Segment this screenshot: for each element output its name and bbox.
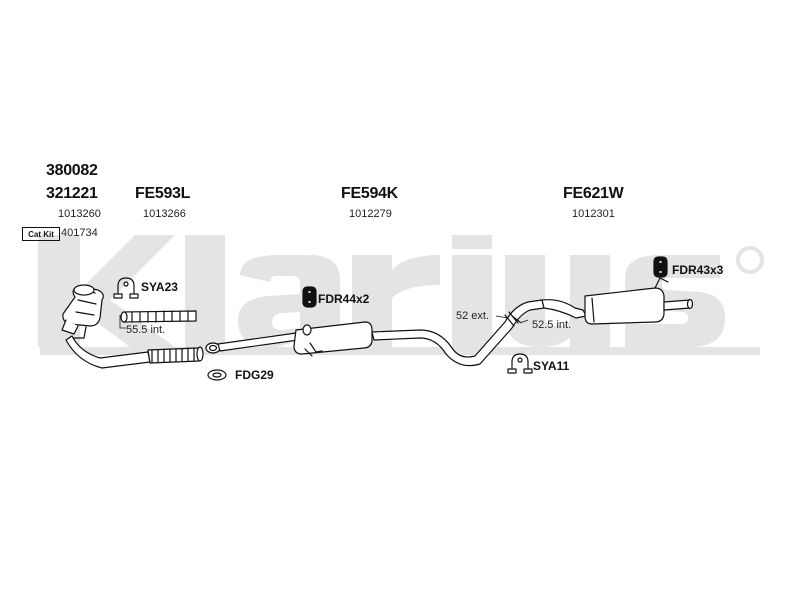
clamp-front-label: SYA23	[141, 280, 178, 294]
clamp-sya23-icon	[113, 277, 139, 299]
catalytic-converter	[61, 284, 104, 339]
cat-code-1: 380082	[46, 162, 98, 179]
rear-silencer-ref: 1012301	[572, 208, 615, 220]
front-pipe-ref: 1013266	[143, 208, 186, 220]
rear-int-dimension: 52.5 int.	[532, 319, 572, 331]
front-int-dimension: 55.5 int.	[126, 324, 166, 336]
rear-silencer	[541, 277, 694, 325]
rear-silencer-code: FE621W	[563, 185, 624, 202]
dimension-leaders	[119, 315, 529, 329]
clamp-rear-label: SYA11	[533, 359, 570, 373]
rear-joint	[504, 311, 521, 327]
clamp-sya11-icon	[507, 353, 533, 374]
cat-ref: 1013260	[58, 208, 101, 220]
rubber-mount-fdr43-icon	[653, 256, 668, 278]
rubber-mount-fdr44-icon	[302, 286, 317, 308]
cat-kit-badge: Cat Kit	[22, 227, 60, 241]
middle-silencer-code: FE594K	[341, 185, 398, 202]
rear-ext-dimension: 52 ext.	[456, 310, 490, 322]
middle-silencer-ref: 1012279	[349, 208, 392, 220]
front-pipe-code: FE593L	[135, 185, 191, 202]
gasket-label: FDG29	[235, 368, 274, 382]
rubber-mount-middle-label: FDR44x2	[318, 292, 370, 306]
front-pipe	[65, 310, 204, 369]
rubber-mount-rear-label: FDR43x3	[672, 263, 724, 277]
middle-silencer	[217, 299, 545, 367]
cat-code-2: 321221	[46, 185, 98, 202]
cat-kit-code: 401734	[61, 227, 98, 239]
